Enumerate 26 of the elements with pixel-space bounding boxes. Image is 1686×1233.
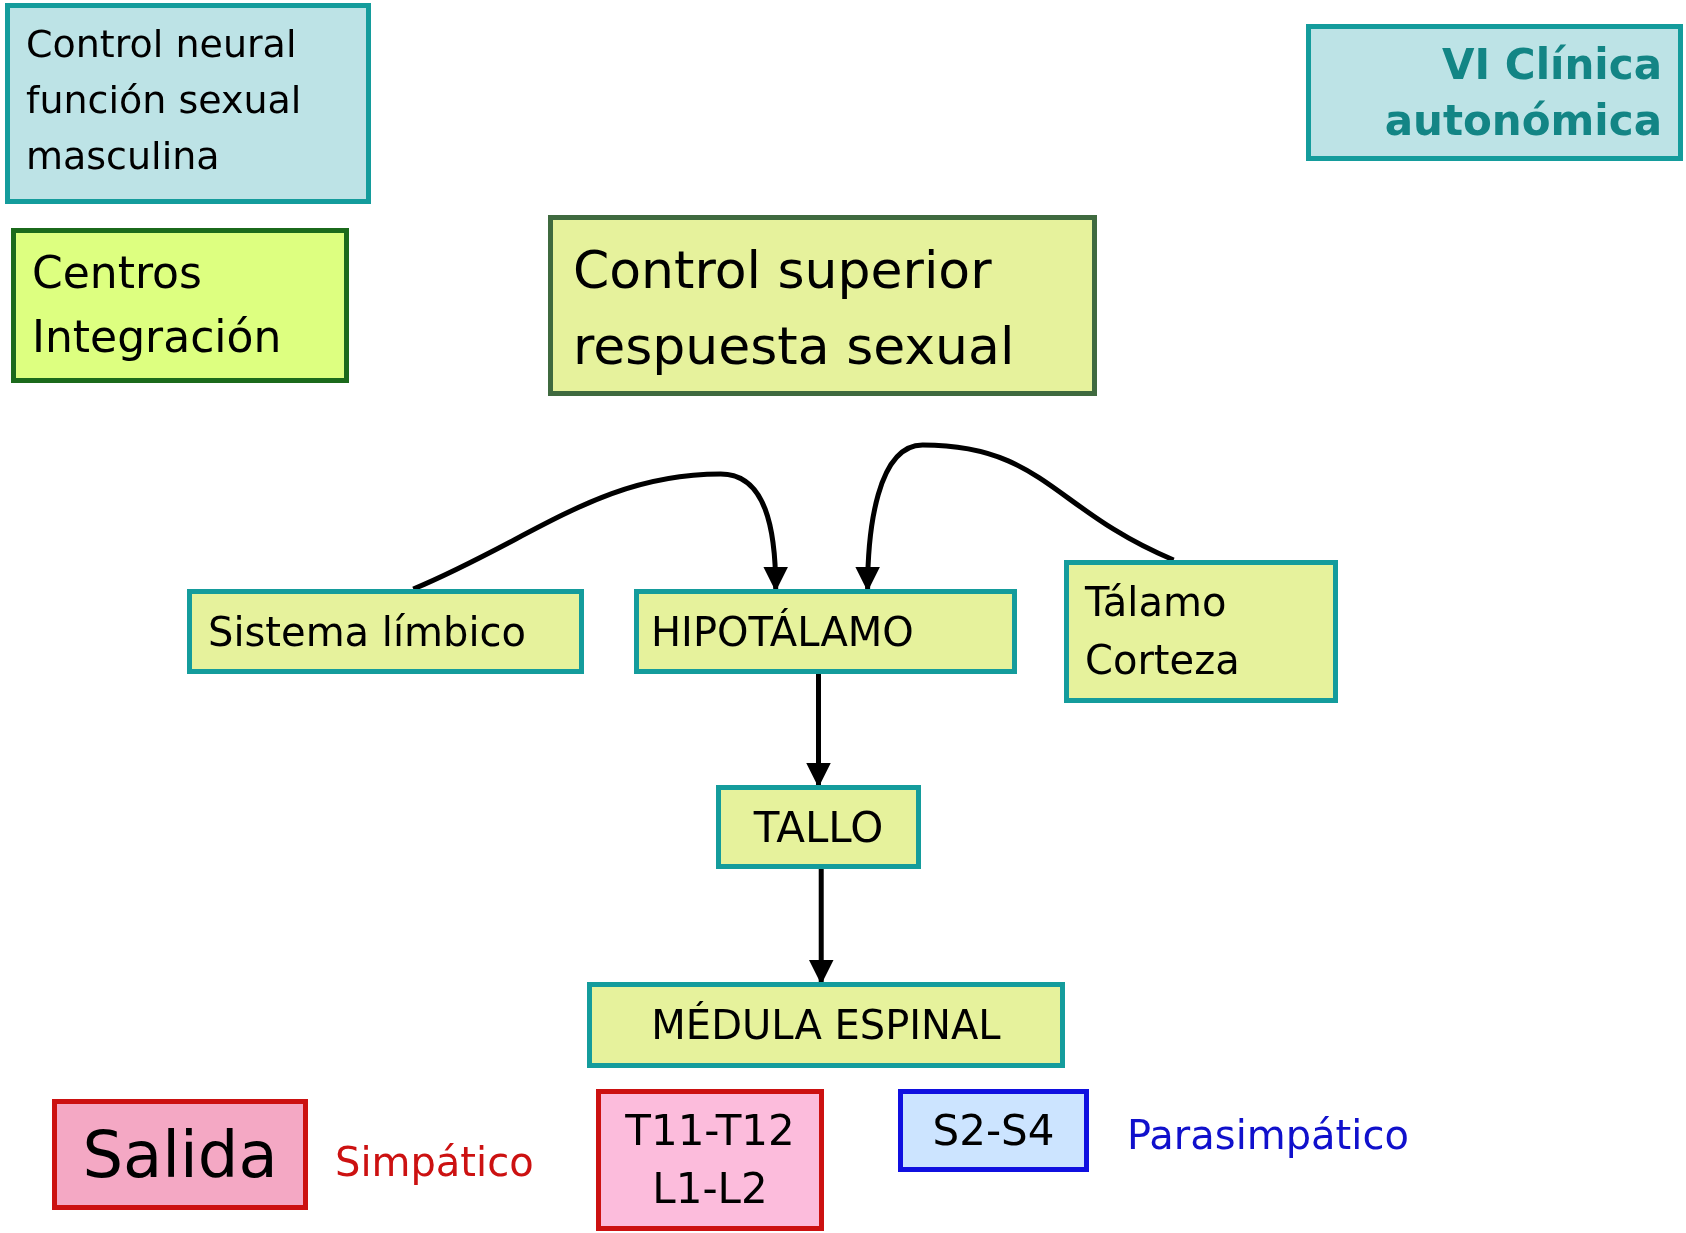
box-label: MÉDULA ESPINAL <box>651 1000 1001 1050</box>
box-label: T11-T12 L1-L2 <box>624 1105 796 1215</box>
text-box <box>716 785 921 869</box>
text-box <box>52 1099 308 1210</box>
text-box <box>187 589 584 674</box>
box-label: Tálamo Corteza <box>1085 578 1241 685</box>
box-label: Centros Integración <box>32 246 283 364</box>
text-box <box>548 215 1097 396</box>
text-box <box>5 3 371 204</box>
box-label: HIPOTÁLAMO <box>651 607 915 657</box>
text-box <box>587 982 1065 1068</box>
box-label: Sistema límbico <box>208 607 527 657</box>
text-box <box>1306 24 1683 161</box>
box-label: Control neural función sexual masculina <box>26 21 303 180</box>
text-box <box>898 1089 1089 1172</box>
label-text: Simpático <box>335 1138 534 1187</box>
label-text: Parasimpático <box>1127 1111 1409 1160</box>
text-box <box>596 1089 824 1231</box>
box-label: Salida <box>82 1116 278 1194</box>
box-label: S2-S4 <box>932 1105 1055 1157</box>
box-label: Control superior respuesta sexual <box>573 239 1016 378</box>
text-box <box>634 589 1017 674</box>
text-box <box>1064 560 1338 703</box>
box-label: TALLO <box>753 801 884 854</box>
text-box <box>11 228 349 383</box>
box-label: VI Clínica autonómica <box>1383 39 1662 147</box>
